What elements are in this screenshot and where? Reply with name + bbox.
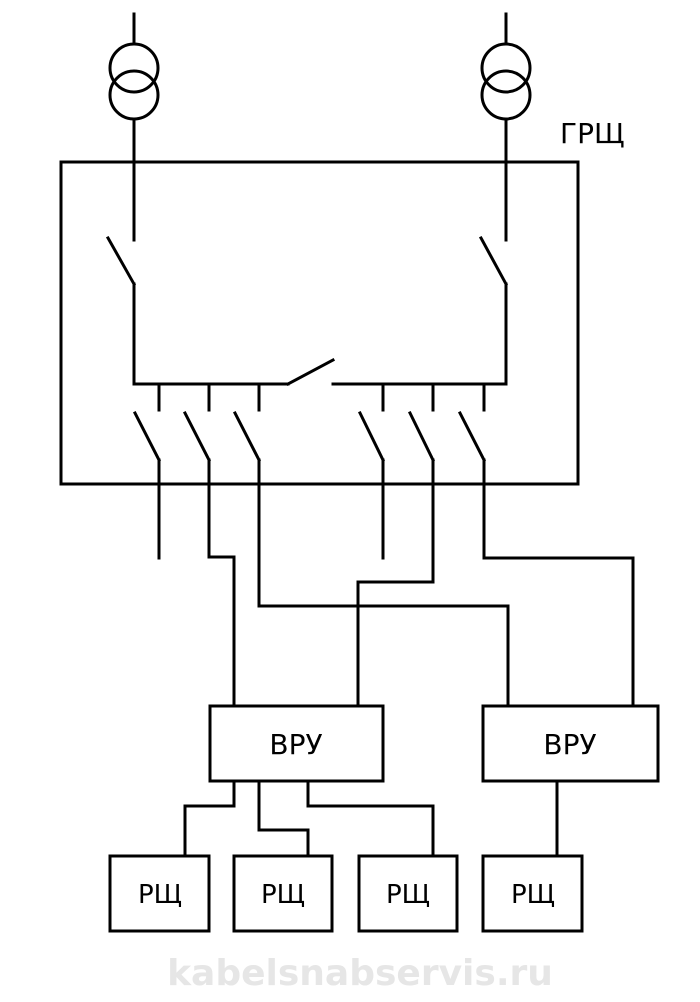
rsch-3-label: РЩ — [386, 880, 430, 910]
main-breaker-right — [478, 235, 509, 386]
rsch-4: РЩ — [481, 854, 584, 933]
vru-right: ВРУ — [481, 704, 660, 783]
rsch-1-label: РЩ — [138, 880, 182, 910]
vru-right-label: ВРУ — [543, 728, 596, 761]
rsch-3: РЩ — [357, 854, 459, 933]
main-breaker-left — [105, 235, 137, 386]
distribution-wiring — [183, 779, 559, 858]
grsch-box — [59, 160, 580, 486]
transformer-left — [108, 12, 160, 242]
feeder-wiring — [157, 458, 635, 708]
rsch-2-label: РЩ — [261, 880, 305, 910]
feeder-breakers — [132, 410, 487, 463]
rsch-1: РЩ — [108, 854, 211, 933]
watermark: kabelsnabservis.ru — [167, 953, 553, 994]
rsch-2: РЩ — [232, 854, 334, 933]
rsch-4-label: РЩ — [511, 880, 555, 910]
vru-left: ВРУ — [208, 704, 385, 783]
grsch-label: ГРЩ — [560, 117, 625, 150]
transformer-right — [480, 12, 532, 242]
vru-left-label: ВРУ — [269, 728, 322, 761]
bus-tie-switch — [285, 357, 336, 387]
